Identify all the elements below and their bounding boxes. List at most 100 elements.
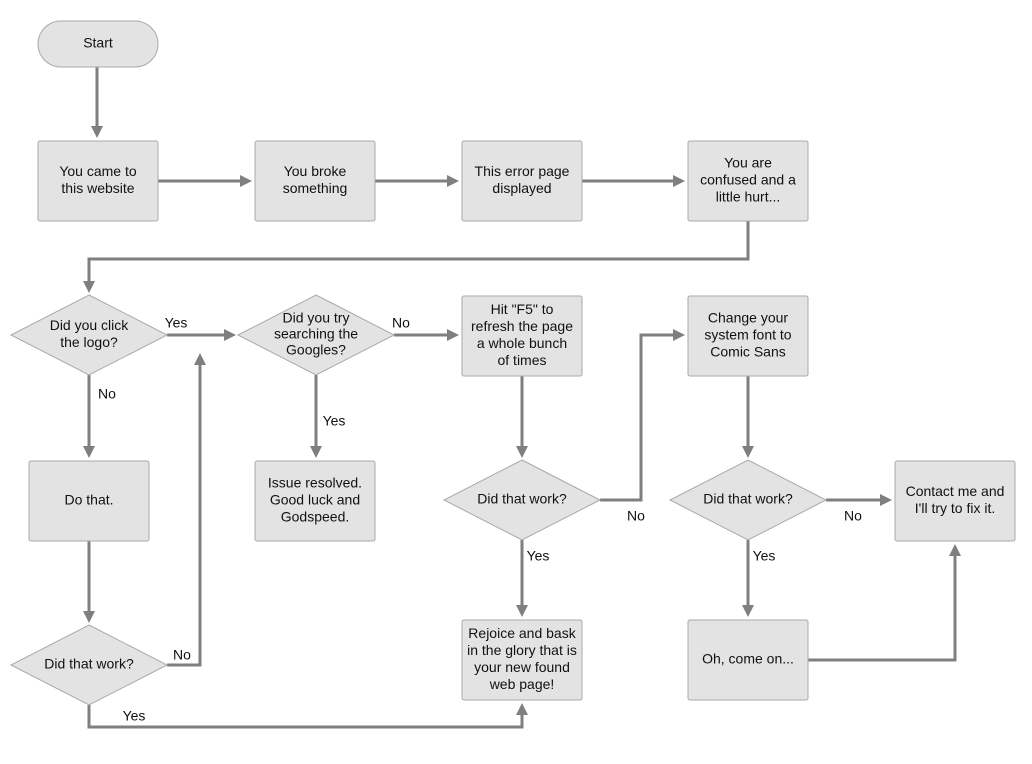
node-label-line: Good luck and: [270, 492, 360, 508]
edge-logo-googles: [167, 329, 236, 341]
node-start: Start: [37, 20, 159, 68]
node-label-line: Oh, come on...: [702, 651, 794, 667]
arrowhead-icon: [880, 494, 892, 506]
node-label-line: Hit "F5" to: [491, 301, 554, 317]
node-label-line: Did that work?: [703, 491, 793, 507]
arrowhead-icon: [742, 605, 754, 617]
arrowhead-icon: [83, 611, 95, 623]
edge-confused-logo: [83, 221, 750, 293]
arrowhead-icon: [516, 605, 528, 617]
node-label-line: Start: [83, 35, 113, 51]
arrowhead-icon: [310, 446, 322, 458]
arrowhead-icon: [194, 353, 206, 365]
edge-googles-f5: [394, 329, 459, 341]
process-box: [254, 140, 376, 222]
arrowhead-icon: [91, 126, 103, 138]
edge-work3-contact: [826, 494, 892, 506]
arrowhead-icon: [240, 175, 252, 187]
process-box: [461, 295, 583, 377]
arrowhead-icon: [447, 175, 459, 187]
node-label-line: Comic Sans: [710, 344, 785, 360]
node-label-line: a whole bunch: [477, 335, 567, 351]
edge-f5-work2: [516, 376, 528, 458]
node-work1: Did that work?: [9, 624, 169, 706]
arrowhead-icon: [447, 329, 459, 341]
edge-line: [87, 705, 524, 729]
edge-label: No: [844, 508, 862, 524]
edge-label: Yes: [753, 548, 776, 564]
edge-label: No: [392, 315, 410, 331]
node-label-line: confused and a: [700, 172, 796, 188]
edge-logo-dothat: [83, 375, 95, 458]
node-work2: Did that work?: [442, 459, 602, 541]
edge-line: [600, 333, 673, 502]
process-box: [461, 619, 583, 701]
edge-work1-rejoice: [87, 703, 528, 729]
edge-line: [808, 556, 957, 662]
edge-came-broke: [158, 175, 252, 187]
process-box: [254, 460, 376, 542]
terminal-shape: [37, 20, 159, 68]
process-box: [28, 460, 150, 542]
node-label-line: Issue resolved.: [268, 475, 362, 491]
arrowhead-icon: [673, 329, 685, 341]
edge-googles-resolved: [310, 375, 322, 458]
node-label-line: You broke: [284, 163, 347, 179]
node-label-line: Change your: [708, 310, 789, 326]
node-label-line: of times: [497, 352, 546, 368]
node-label-line: Did that work?: [44, 656, 134, 672]
edge-error-confused: [582, 175, 685, 187]
edge-label: Yes: [123, 708, 146, 724]
edge-label: Yes: [323, 413, 346, 429]
process-box: [894, 460, 1016, 542]
edges-layer: [83, 67, 961, 729]
process-box: [461, 140, 583, 222]
node-label-line: this website: [61, 180, 134, 196]
node-dothat: Do that.: [28, 460, 150, 542]
process-box: [687, 619, 809, 701]
edge-label: No: [627, 508, 645, 524]
edge-comeon-contact: [808, 544, 961, 662]
decision-diamond: [668, 459, 828, 541]
edge-label: No: [173, 647, 191, 663]
edge-work2-rejoice: [516, 540, 528, 617]
edge-dothat-work1: [83, 541, 95, 623]
node-label-line: I'll try to fix it.: [915, 500, 995, 516]
arrowhead-icon: [83, 281, 95, 293]
node-label-line: displayed: [492, 180, 551, 196]
arrowhead-icon: [673, 175, 685, 187]
arrowhead-icon: [742, 446, 754, 458]
edge-label: No: [98, 386, 116, 402]
edge-label: Yes: [527, 548, 550, 564]
node-label-line: Did you try: [283, 310, 350, 326]
arrowhead-icon: [516, 446, 528, 458]
edge-font-work3: [742, 376, 754, 458]
decision-diamond: [442, 459, 602, 541]
edge-line: [87, 221, 750, 281]
edge-work3-comeon: [742, 540, 754, 617]
node-label-line: something: [283, 180, 348, 196]
arrowhead-icon: [949, 544, 961, 556]
node-label-line: little hurt...: [716, 189, 781, 205]
node-comeon: Oh, come on...: [687, 619, 809, 701]
node-label-line: searching the: [274, 326, 358, 342]
node-work3: Did that work?: [668, 459, 828, 541]
node-label-line: Did you click: [50, 317, 130, 333]
node-label-line: Googles?: [286, 342, 346, 358]
edge-broke-error: [375, 175, 459, 187]
node-label-line: This error page: [475, 163, 570, 179]
edge-work2-font: [600, 329, 685, 502]
process-box: [37, 140, 159, 222]
decision-diamond: [9, 294, 169, 376]
edge-work1-googles: [167, 353, 206, 667]
